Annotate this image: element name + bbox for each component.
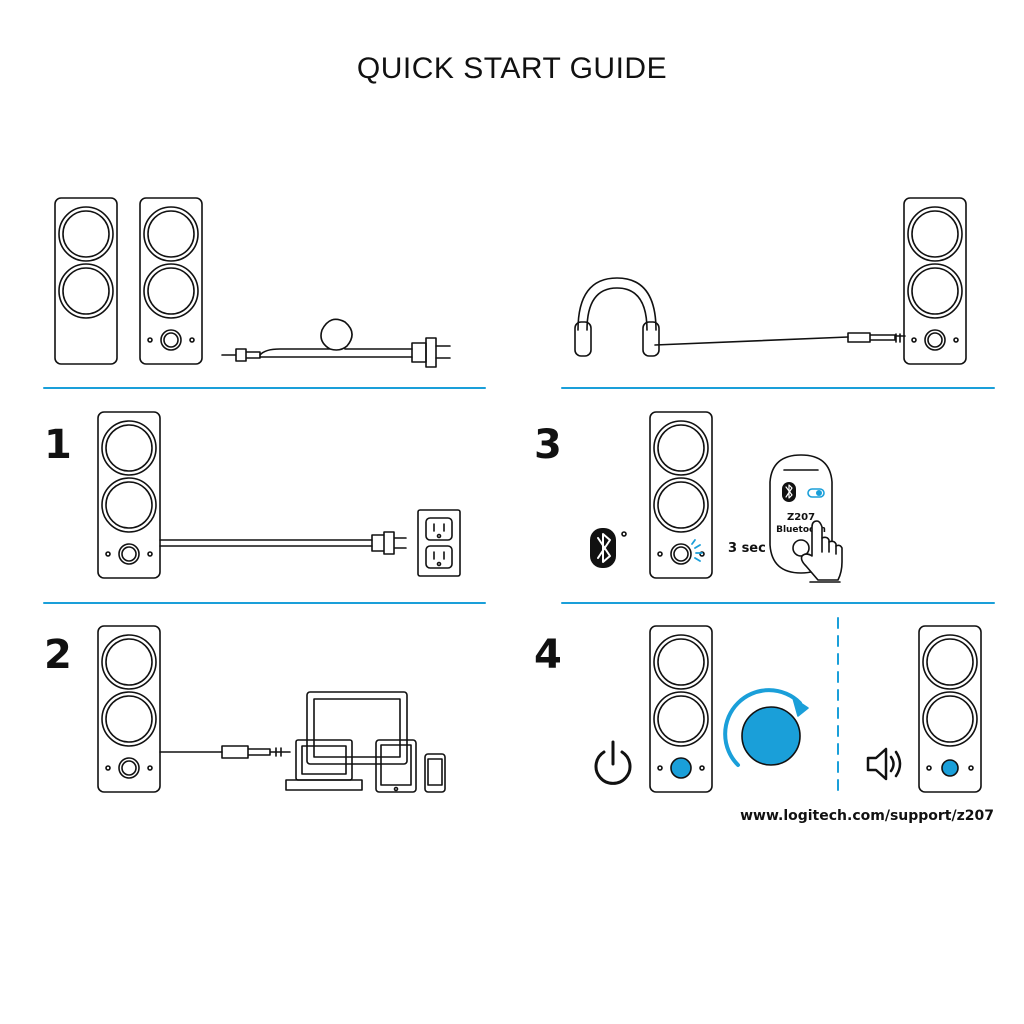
step-number-1: 1 <box>44 422 72 468</box>
speaker-icon <box>903 197 967 365</box>
smartphone-icon: Z207 Bluetooth <box>769 454 833 574</box>
laptop-icon <box>285 691 408 791</box>
hold-time-label: 3 sec <box>728 541 766 556</box>
hand-press-icon <box>800 520 843 583</box>
speaker-icon <box>97 625 161 793</box>
device-sub-label: Bluetooth <box>776 525 826 535</box>
power-cord-icon <box>221 318 451 368</box>
volume-knob-icon <box>723 688 809 767</box>
wall-outlet-icon <box>417 509 461 577</box>
step-number-2: 2 <box>44 632 72 678</box>
speaker-volume-icon <box>866 747 902 781</box>
phone-icon <box>424 753 446 793</box>
support-url[interactable]: www.logitech.com/support/z207 <box>740 808 994 824</box>
device-name-label: Z207 <box>787 512 815 523</box>
section-dividers <box>43 387 995 791</box>
page-title: QUICK START GUIDE <box>356 52 668 85</box>
speaker-icon <box>97 411 161 579</box>
tablet-icon <box>375 739 417 793</box>
speaker-icon <box>139 197 203 365</box>
headphone-connection <box>574 197 967 365</box>
step-number-3: 3 <box>534 422 562 468</box>
speaker-icon <box>54 197 118 365</box>
headphones-icon <box>574 277 660 357</box>
led-blink <box>691 539 703 562</box>
power-icon <box>594 740 632 785</box>
step-number-4: 4 <box>534 632 562 678</box>
speaker-pair-with-cable <box>54 197 451 368</box>
headphone-cable <box>654 336 849 346</box>
bluetooth-icon <box>590 528 627 568</box>
